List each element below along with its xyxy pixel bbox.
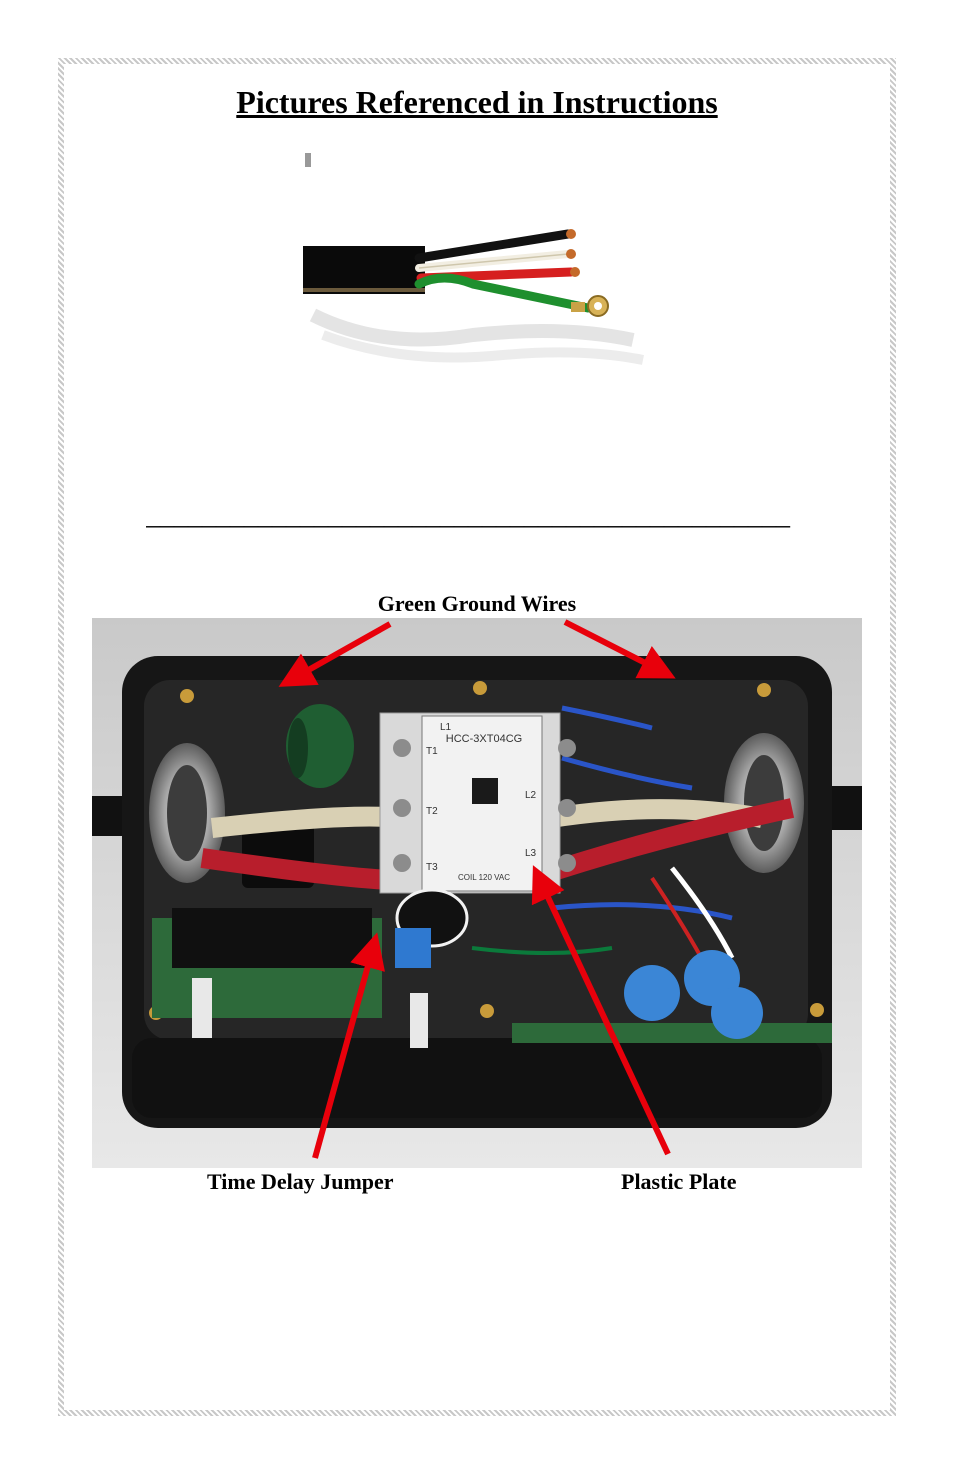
terminal-t3-label: T3 [426, 862, 438, 873]
terminal-t1-label: T1 [426, 746, 438, 757]
terminal-l1-label: L1 [440, 722, 452, 733]
terminal-l2-label: L2 [525, 790, 537, 801]
green-ground-wires-label: Green Ground Wires [377, 591, 577, 616]
section-separator: ________________________________________… [146, 500, 790, 531]
contactor-coil-label: COIL 120 VAC [458, 873, 510, 882]
plastic-plate-label: Plastic Plate [621, 1169, 737, 1194]
terminal-t2-label: T2 [426, 806, 438, 817]
contactor-model-label: HCC-3XT04CG [446, 733, 522, 745]
time-delay-jumper-label: Time Delay Jumper [207, 1169, 394, 1194]
junction-box-photo: HCC-3XT04CG L1 L2 L3 T1 T2 T3 COIL 120 V… [92, 618, 862, 1168]
cable-photo [303, 150, 651, 370]
terminal-l3-label: L3 [525, 848, 537, 859]
page-title: Pictures Referenced in Instructions [236, 84, 718, 120]
